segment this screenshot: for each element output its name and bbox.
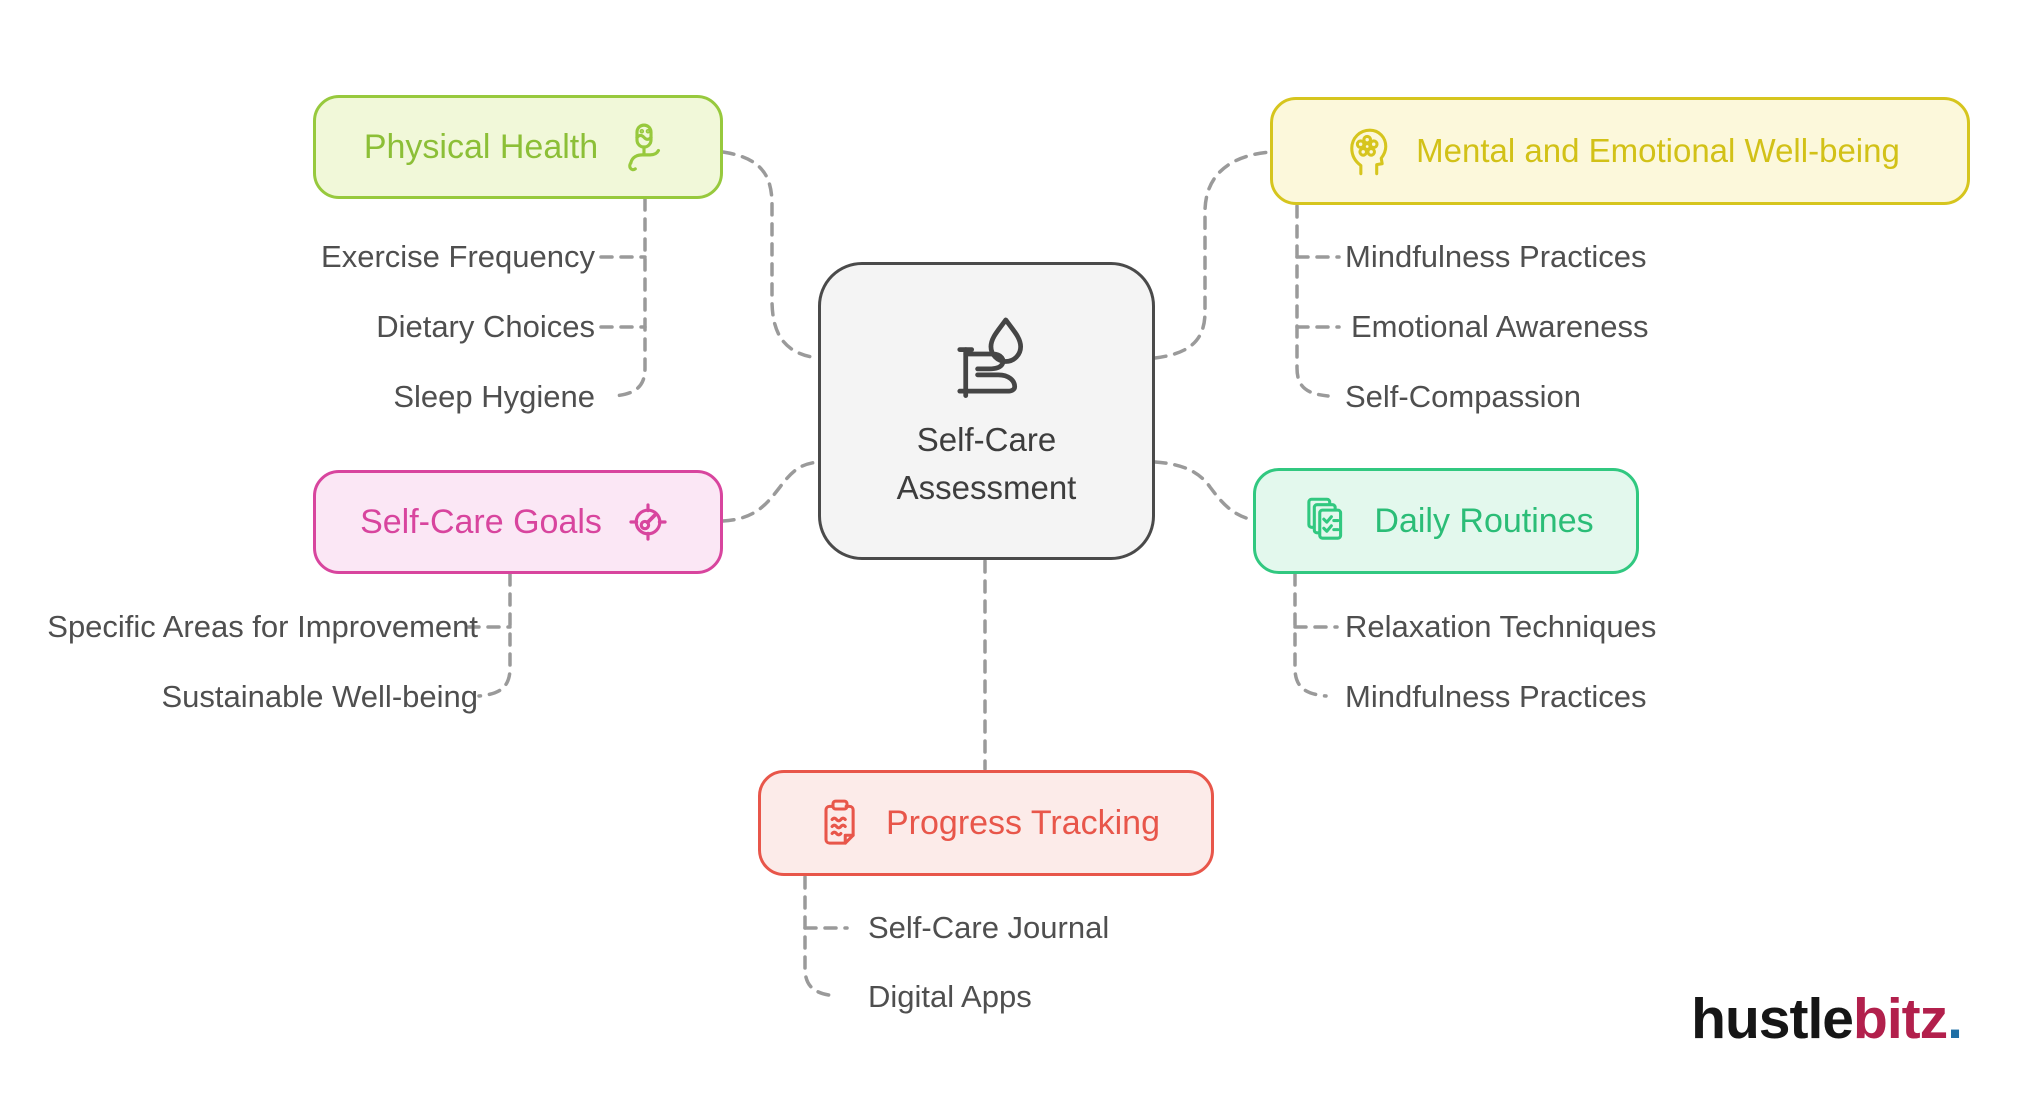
branch-node-physical-health: Physical Health xyxy=(313,95,723,199)
leaf-relaxation-techniques: Relaxation Techniques xyxy=(1345,609,1657,644)
connector-mental-children-trunk xyxy=(1295,204,1330,398)
center-node-label: Self-Care Assessment xyxy=(896,420,1077,506)
leaf-digital-apps: Digital Apps xyxy=(868,979,1032,1014)
center-node-self-care-assessment: Self-Care Assessment xyxy=(818,262,1155,560)
branch-node-progress-tracking: Progress Tracking xyxy=(758,770,1214,876)
leaf-exercise-frequency: Exercise Frequency xyxy=(321,239,595,274)
connector-physical-to-center xyxy=(721,150,820,360)
connector-goals-to-center xyxy=(721,460,820,523)
branch-label-self-care-goals: Self-Care Goals xyxy=(360,502,602,541)
branch-label-mental-wellbeing: Mental and Emotional Well-being xyxy=(1416,132,1900,169)
logo-word-hustle: hustle xyxy=(1691,987,1854,1051)
logo-dot: . xyxy=(1947,987,1963,1051)
logo-word-bitz: bitz xyxy=(1853,987,1948,1051)
connector-daily-children-trunk xyxy=(1293,572,1328,698)
head-flower-icon xyxy=(1340,122,1398,180)
leaf-mindfulness-practices-2: Mindfulness Practices xyxy=(1345,679,1647,714)
branch-label-daily-routines: Daily Routines xyxy=(1374,501,1594,540)
clipboard-notes-icon xyxy=(812,795,868,851)
leaf-self-compassion: Self-Compassion xyxy=(1345,379,1582,414)
branch-node-self-care-goals: Self-Care Goals xyxy=(313,470,723,574)
connector-mental-to-center xyxy=(1153,150,1272,360)
connector-progress-children-trunk xyxy=(803,875,838,998)
leaf-self-care-journal: Self-Care Journal xyxy=(868,910,1110,945)
connector-daily-to-center xyxy=(1153,460,1255,522)
leaf-emotional-awareness: Emotional Awareness xyxy=(1351,309,1649,344)
leaf-mindfulness-practices-1: Mindfulness Practices xyxy=(1345,239,1647,274)
connector-goals-children-trunk xyxy=(477,572,512,698)
leaf-dietary-choices: Dietary Choices xyxy=(376,309,595,344)
hand-holding-person-icon xyxy=(616,119,672,175)
leaf-sustainable-well-being: Sustainable Well-being xyxy=(161,679,478,714)
branch-label-physical-health: Physical Health xyxy=(363,127,599,166)
hustlebitz-logo: hustlebitz. xyxy=(1691,986,1963,1052)
branch-node-mental-wellbeing: Mental and Emotional Well-being xyxy=(1270,97,1970,205)
branch-label-progress-tracking: Progress Tracking xyxy=(886,803,1160,842)
checklist-stack-icon xyxy=(1298,492,1356,550)
branch-node-daily-routines: Daily Routines xyxy=(1253,468,1639,574)
leaf-specific-areas-for-improvement: Specific Areas for Improvement xyxy=(47,609,478,644)
connector-physical-children-trunk xyxy=(612,197,647,398)
hand-water-drop-icon xyxy=(939,311,1034,406)
leaf-sleep-hygiene: Sleep Hygiene xyxy=(393,379,595,414)
target-gauge-icon xyxy=(620,494,676,550)
